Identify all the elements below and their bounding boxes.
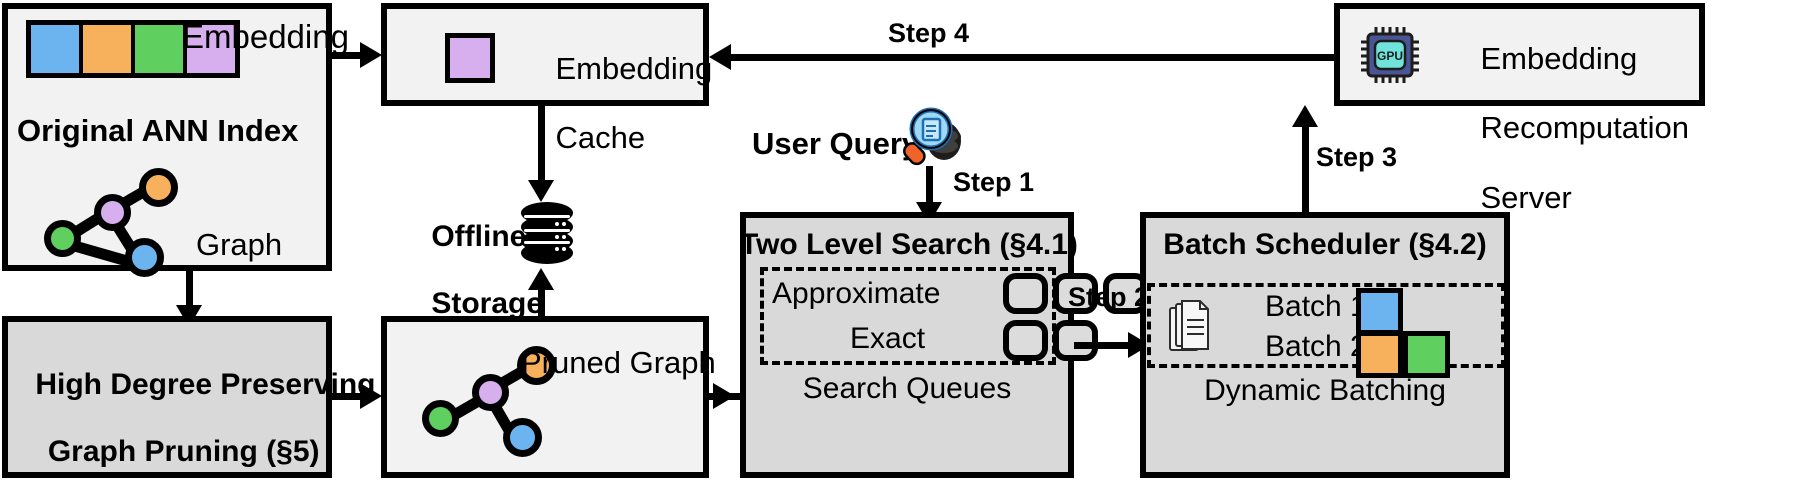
pruned-graph-label: Pruned Graph [521,345,716,380]
graph-node-purple [94,194,131,231]
search-queues-footer: Search Queues [802,372,1012,405]
arrow-pruning-to-pruned-head [360,383,382,409]
embedding-chip-strip [26,20,240,78]
step4-label: Step 4 [888,18,970,48]
batch-2-chip-green [1403,331,1450,378]
batch-2-label: Batch 2 [1265,330,1367,363]
embedding-chip-purple [187,25,235,73]
search-queue-slot[interactable] [1003,320,1048,361]
server-title-line1: Embedding [1480,40,1638,76]
embedding-cache-title: Embedding Cache [521,17,712,191]
embedding-chip-blue [31,25,79,73]
arrow-step2-line [1074,342,1142,349]
graph-pruning-box[interactable] [2,316,332,478]
embedding-cache-title-line2: Cache [555,120,646,156]
gpu-icon-text: GPU [1377,49,1403,63]
arrow-step4-head [709,44,731,70]
graph-node-orange [517,346,556,385]
embedding-label: Embedding [182,18,349,55]
batch-2-chip-orange [1356,331,1403,378]
graph-node-green [422,400,459,437]
embedding-cache-box[interactable] [381,3,709,106]
embedding-cache-title-line1: Embedding [555,50,713,86]
two-level-search-title: Two Level Search (§4.1) [740,228,1078,261]
graph-pruning-title: High Degree Preserving Graph Pruning (§5… [2,334,375,481]
original-ann-index-title: Original ANN Index [17,113,299,148]
arrow-cache-to-storage-line [538,106,545,184]
gpu-chip-icon: GPU [1361,27,1419,83]
batch-1-label: Batch 1 [1265,290,1367,323]
arrow-step4-line [728,54,1336,61]
arrow-index-to-pruning-line [186,271,193,309]
step2-label: Step 2 [1068,282,1150,312]
dynamic-batching-footer: Dynamic Batching [1204,374,1446,407]
arrow-pruned-to-search-head [713,383,735,409]
user-query-label: User Query [752,126,920,161]
embedding-cache-chip-purple [445,33,495,83]
search-row-label-approximate: Approximate [772,277,941,310]
graph-node-blue [503,418,542,457]
arrow-step3-line [1302,125,1309,213]
graph-node-purple [472,374,509,411]
graph-node-green [44,220,81,257]
search-queue-slot[interactable] [1053,320,1098,361]
batch-scheduler-title: Batch Scheduler (§4.2) [1163,228,1487,261]
database-cylinder-icon [521,202,573,264]
arrow-pruning-to-pruned-line [332,393,364,400]
graph-pruning-title-line1: High Degree Preserving [35,367,376,401]
documents-icon [1169,300,1209,351]
search-queue-slot[interactable] [1053,273,1098,314]
dynamic-batching-dashed-area [1147,283,1505,368]
pruned-graph-box[interactable] [381,316,709,478]
pruned-graph-illustration [418,344,556,457]
batch-1-chip-blue [1356,288,1403,335]
graph-node-orange [139,168,178,207]
graph-label: Graph [196,227,283,262]
arrow-step1-line [926,166,933,208]
graph-pruning-title-line2: Graph Pruning (§5) [47,434,320,468]
ann-index-graph-illustration [40,168,178,277]
arrow-step3-head [1292,105,1318,127]
offline-storage-label-line2: Storage [431,286,544,320]
embedding-chip-orange [83,25,131,73]
search-row-label-exact: Exact [850,322,926,355]
arrow-cache-to-storage-head [528,180,554,202]
magnifier-database-icon [903,107,961,166]
arrow-index-to-cache-head [360,42,382,68]
embedding-recomputation-server-title: Embedding Recomputation Server [1446,7,1689,250]
search-queue-slot[interactable] [1003,273,1048,314]
graph-node-blue [125,238,164,277]
step3-label: Step 3 [1316,142,1398,172]
arrow-pruned-to-storage-head [528,268,554,290]
offline-storage-label-line1: Offline [431,219,527,253]
server-title-line3: Server [1480,179,1572,215]
search-queues-dashed-area [760,267,1056,365]
arrow-index-to-cache-line [332,52,364,59]
offline-storage-label: Offline Storage [398,186,543,354]
server-title-line2: Recomputation [1480,110,1689,146]
step1-label: Step 1 [953,167,1035,197]
embedding-chip-green [135,25,183,73]
